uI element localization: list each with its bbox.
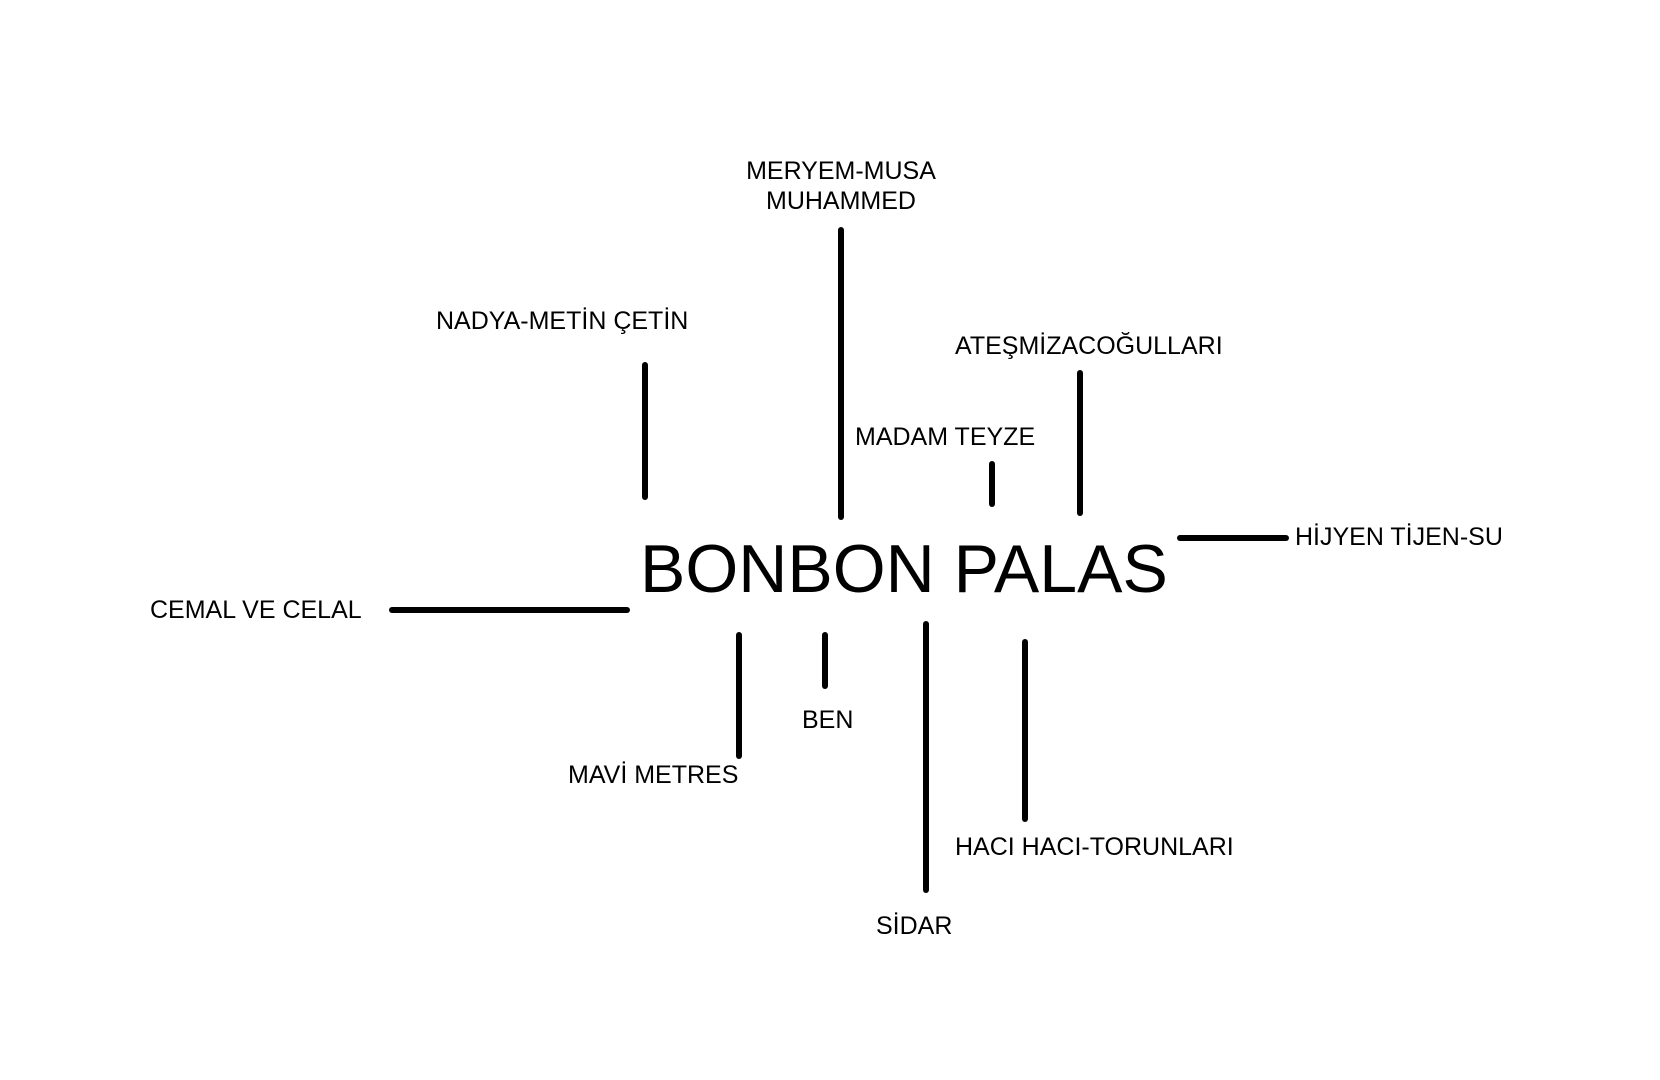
- connector-mavi: [736, 632, 742, 759]
- node-meryem-line1: MERYEM-MUSA: [746, 157, 936, 185]
- node-haci-haci-torunlari: HACI HACI-TORUNLARI: [955, 833, 1234, 861]
- node-hijyen-tijen-su: HİJYEN TİJEN-SU: [1295, 523, 1503, 551]
- center-title: BONBON PALAS: [640, 531, 1168, 607]
- node-ben: BEN: [802, 706, 854, 734]
- connector-madam: [989, 461, 995, 507]
- connector-atesmiza: [1077, 370, 1083, 516]
- node-cemal-ve-celal: CEMAL VE CELAL: [150, 596, 362, 624]
- connector-sidar: [923, 621, 929, 893]
- connector-ben: [822, 632, 828, 689]
- node-madam-teyze: MADAM TEYZE: [855, 423, 1036, 451]
- connector-hijyen: [1177, 535, 1289, 541]
- node-atesmizacogullari: ATEŞMİZACOĞULLARI: [955, 332, 1223, 360]
- connector-haci: [1022, 639, 1028, 822]
- node-nadya-metin-cetin: NADYA-METİN ÇETİN: [436, 307, 689, 335]
- node-meryem-musa-muhammed: MERYEM-MUSA MUHAMMED: [736, 156, 946, 216]
- connector-nadya: [642, 362, 648, 500]
- node-sidar: SİDAR: [876, 912, 953, 940]
- connector-cemal: [389, 607, 630, 613]
- node-mavi-metres: MAVİ METRES: [568, 761, 739, 789]
- connector-meryem: [838, 227, 844, 520]
- node-meryem-line2: MUHAMMED: [766, 187, 916, 215]
